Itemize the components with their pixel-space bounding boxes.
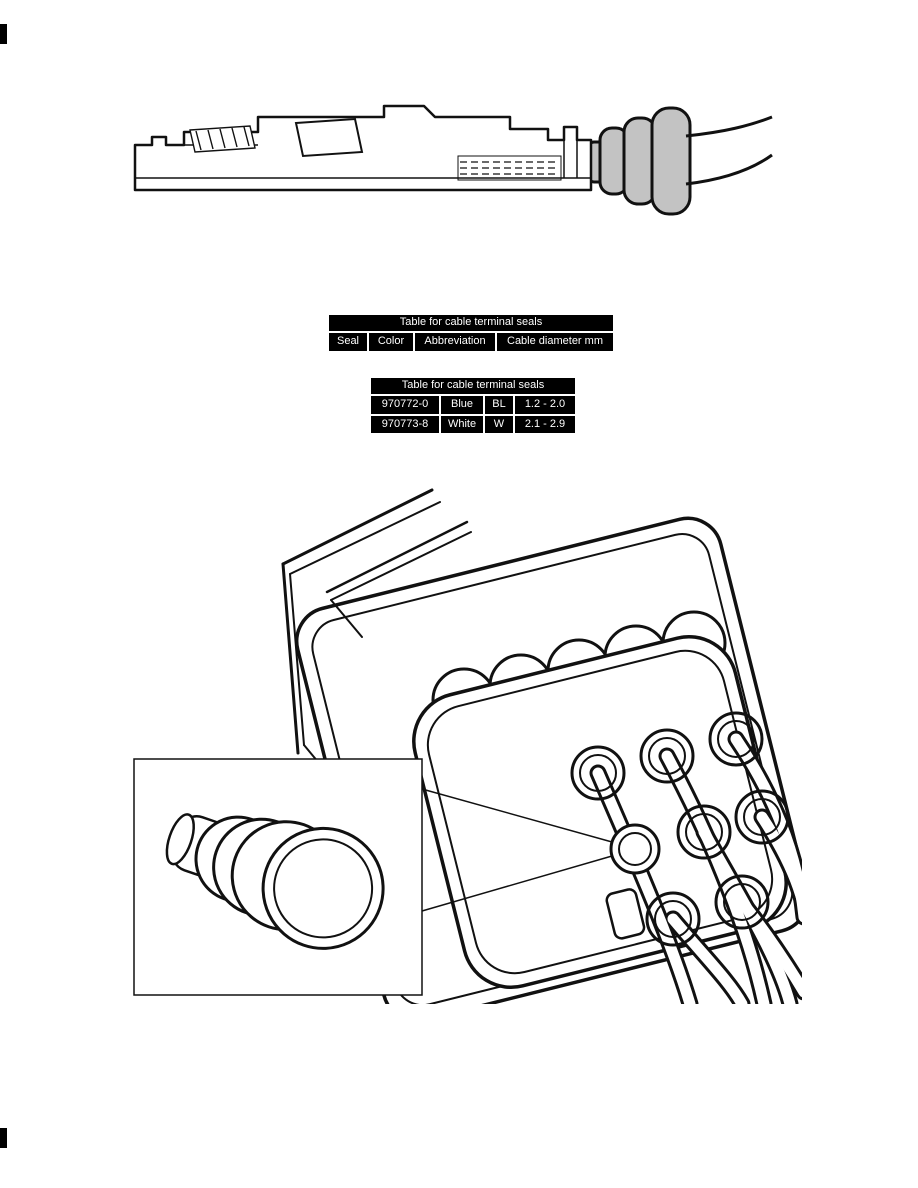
wire-lines <box>685 115 773 186</box>
cell-cable-diameter: 2.1 - 2.9 <box>515 415 575 434</box>
terminal-rubber-seal <box>586 106 692 216</box>
col-header-cable-diameter: Cable diameter mm <box>497 332 613 351</box>
crimp-tabs <box>563 140 578 178</box>
cell-part-number: 970772-0 <box>371 395 439 414</box>
cell-abbreviation: W <box>485 415 513 434</box>
terminal-diagram-svg <box>133 104 773 216</box>
cell-color: Blue <box>441 395 483 414</box>
cell-part-number: 970773-8 <box>371 415 439 434</box>
connector-figure <box>130 487 802 1004</box>
connector-diagram-svg <box>133 488 802 1004</box>
cell-color: White <box>441 415 483 434</box>
cell-abbreviation: BL <box>485 395 513 414</box>
table-row: 970773-8 White W 2.1 - 2.9 <box>371 415 575 434</box>
scan-mark-bottom <box>0 1128 7 1148</box>
terminal-seal-figure <box>128 90 773 230</box>
plug-face <box>261 826 385 950</box>
contact-spring-hatch <box>189 125 256 153</box>
seal-values-table: Table for cable terminal seals 970772-0 … <box>369 376 577 435</box>
strand-outline <box>457 155 562 181</box>
chassis-edges <box>281 488 472 804</box>
plug-cap <box>165 813 195 866</box>
table-title: Table for cable terminal seals <box>329 315 613 331</box>
wire-strands-dashed <box>460 161 558 175</box>
seal-columns-table: Table for cable terminal seals Seal Colo… <box>327 313 615 353</box>
header-row: Seal Color Abbreviation Cable diameter m… <box>329 332 613 351</box>
col-header-seal: Seal <box>329 332 367 351</box>
table-title: Table for cable terminal seals <box>371 378 575 394</box>
leader-lines <box>421 788 613 912</box>
table-row: 970772-0 Blue BL 1.2 - 2.0 <box>371 395 575 414</box>
scan-mark-top <box>0 24 7 44</box>
seal-plug-inset <box>133 758 423 996</box>
col-header-color: Color <box>369 332 413 351</box>
cable-seal-ports <box>570 711 790 947</box>
col-header-abbreviation: Abbreviation <box>415 332 495 351</box>
plug-face-inner-ring <box>273 838 374 939</box>
cell-cable-diameter: 1.2 - 2.0 <box>515 395 575 414</box>
empty-seal-port <box>609 823 661 875</box>
terminal-window <box>294 117 364 158</box>
